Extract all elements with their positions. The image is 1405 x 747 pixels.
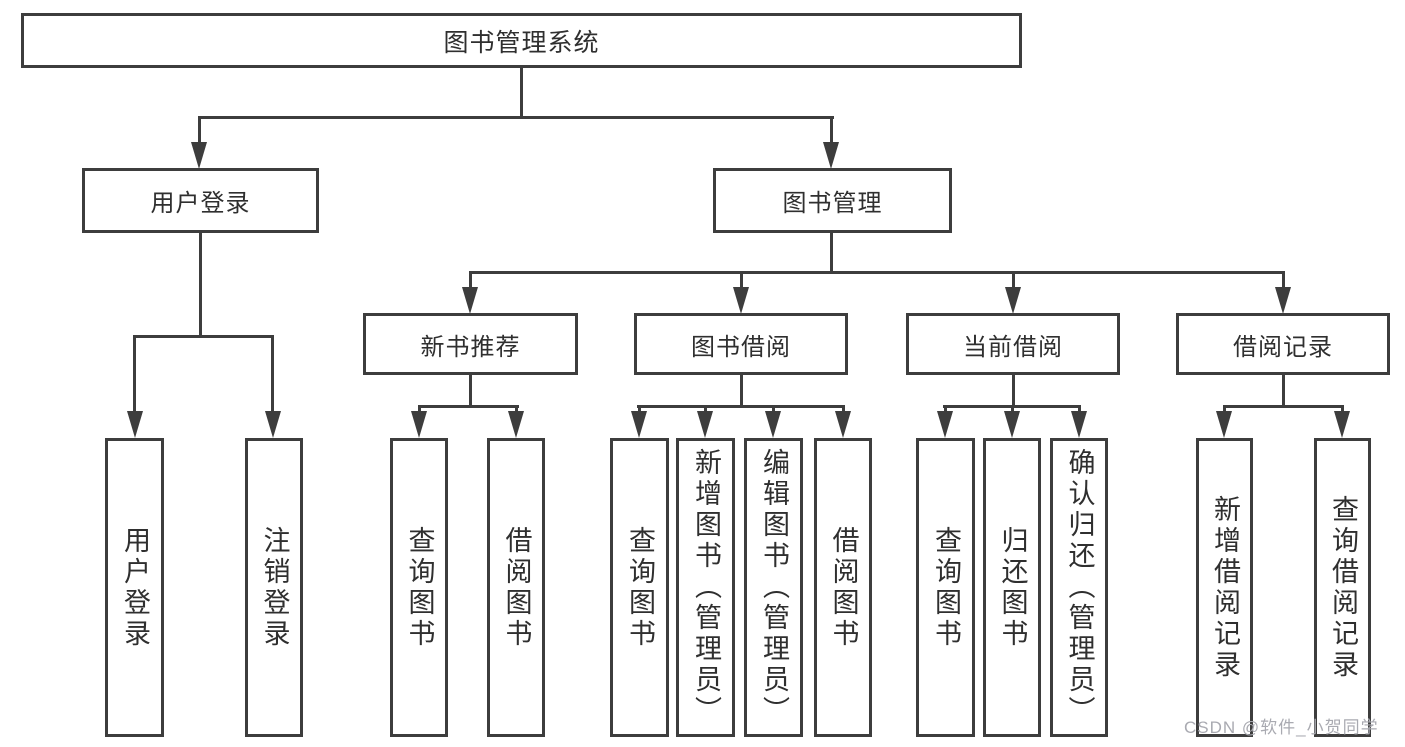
- connector-line: [515, 405, 518, 414]
- leaf-query-books-current: 查询图书: [916, 438, 975, 737]
- leaf-add-borrow-record: 新增借阅记录: [1196, 438, 1253, 737]
- leaf-add-book-admin-label: 新增图书（管理员）: [691, 448, 721, 727]
- arrow-down-icon: [1004, 411, 1020, 438]
- connector-line: [830, 231, 833, 274]
- connector-line: [469, 271, 1285, 274]
- leaf-borrow-books-recommend: 借阅图书: [487, 438, 545, 737]
- connector-line: [830, 116, 833, 146]
- connector-line: [469, 271, 472, 289]
- leaf-query-books-recommend: 查询图书: [390, 438, 448, 737]
- leaf-edit-book-admin: 编辑图书（管理员）: [744, 438, 803, 737]
- connector-line: [1282, 373, 1285, 408]
- arrow-down-icon: [631, 411, 647, 438]
- arrow-down-icon: [1005, 287, 1021, 314]
- node-book-management-label: 图书管理: [782, 190, 883, 217]
- leaf-borrow-books-borrowing-label: 借阅图书: [828, 525, 859, 650]
- leaf-user-login-label: 用户登录: [120, 525, 150, 650]
- node-current-borrowing-label: 当前借阅: [963, 333, 1063, 361]
- connector-line: [944, 405, 947, 414]
- connector-line: [199, 231, 202, 337]
- connector-line: [1012, 271, 1015, 289]
- leaf-logout: 注销登录: [245, 438, 303, 737]
- node-root: 图书管理系统: [21, 13, 1022, 68]
- arrow-down-icon: [411, 411, 427, 438]
- connector-line: [704, 405, 707, 414]
- connector-line: [198, 116, 201, 146]
- leaf-confirm-return-admin-label: 确认归还（管理员）: [1064, 448, 1095, 727]
- connector-line: [418, 405, 421, 414]
- node-book-borrowing: 图书借阅: [634, 313, 848, 375]
- connector-line: [740, 271, 743, 289]
- connector-line: [198, 116, 834, 119]
- connector-line: [469, 373, 472, 408]
- leaf-add-borrow-record-label: 新增借阅记录: [1210, 494, 1240, 681]
- leaf-edit-book-admin-label: 编辑图书（管理员）: [759, 448, 789, 727]
- connector-line: [1078, 405, 1081, 414]
- leaf-borrow-books-borrowing: 借阅图书: [814, 438, 872, 737]
- arrow-down-icon: [697, 411, 713, 438]
- node-book-management: 图书管理: [713, 168, 952, 233]
- connector-line: [1223, 405, 1344, 408]
- leaf-return-book-label: 归还图书: [997, 525, 1028, 650]
- arrow-down-icon: [1216, 411, 1232, 438]
- connector-line: [842, 405, 845, 414]
- arrow-down-icon: [1071, 411, 1087, 438]
- leaf-query-borrow-record-label: 查询借阅记录: [1328, 494, 1358, 681]
- leaf-user-login: 用户登录: [105, 438, 164, 737]
- node-borrowing-records: 借阅记录: [1176, 313, 1390, 375]
- connector-line: [520, 65, 523, 118]
- node-current-borrowing: 当前借阅: [906, 313, 1120, 375]
- arrow-down-icon: [191, 142, 207, 169]
- leaf-add-book-admin: 新增图书（管理员）: [676, 438, 735, 737]
- leaf-confirm-return-admin: 确认归还（管理员）: [1050, 438, 1108, 737]
- connector-line: [133, 335, 136, 413]
- connector-line: [1341, 405, 1344, 414]
- arrow-down-icon: [937, 411, 953, 438]
- leaf-query-books-recommend-label: 查询图书: [404, 525, 435, 650]
- leaf-query-books-borrowing-label: 查询图书: [625, 525, 655, 650]
- connector-line: [740, 373, 743, 408]
- arrow-down-icon: [508, 411, 524, 438]
- watermark: CSDN @软件_小贺同学: [1184, 718, 1379, 737]
- leaf-logout-label: 注销登录: [259, 525, 290, 650]
- node-new-book-recommend-label: 新书推荐: [420, 333, 521, 361]
- node-book-borrowing-label: 图书借阅: [691, 333, 791, 361]
- connector-line: [133, 335, 274, 338]
- node-user-login-label: 用户登录: [150, 190, 251, 217]
- connector-line: [638, 405, 641, 414]
- connector-line: [271, 335, 274, 413]
- connector-line: [1282, 271, 1285, 289]
- connector-line: [637, 405, 845, 408]
- node-root-label: 图书管理系统: [443, 28, 600, 57]
- leaf-return-book: 归还图书: [983, 438, 1041, 737]
- connector-line: [1012, 373, 1015, 408]
- connector-line: [418, 405, 519, 408]
- arrow-down-icon: [835, 411, 851, 438]
- arrow-down-icon: [823, 142, 839, 169]
- connector-line: [772, 405, 775, 414]
- arrow-down-icon: [265, 411, 281, 438]
- arrow-down-icon: [733, 287, 749, 314]
- arrow-down-icon: [1334, 411, 1350, 438]
- leaf-query-books-current-label: 查询图书: [931, 525, 961, 650]
- node-user-login: 用户登录: [82, 168, 319, 233]
- leaf-query-books-borrowing: 查询图书: [610, 438, 669, 737]
- arrow-down-icon: [1275, 287, 1291, 314]
- leaf-borrow-books-recommend-label: 借阅图书: [501, 525, 532, 650]
- arrow-down-icon: [127, 411, 143, 438]
- node-new-book-recommend: 新书推荐: [363, 313, 578, 375]
- arrow-down-icon: [765, 411, 781, 438]
- connector-line: [1223, 405, 1226, 414]
- node-borrowing-records-label: 借阅记录: [1233, 333, 1333, 361]
- arrow-down-icon: [462, 287, 478, 314]
- connector-line: [1011, 405, 1014, 414]
- leaf-query-borrow-record: 查询借阅记录: [1314, 438, 1371, 737]
